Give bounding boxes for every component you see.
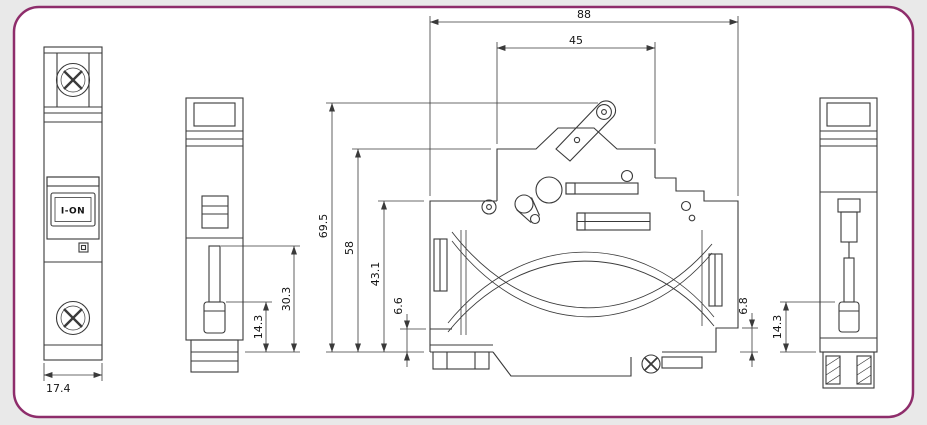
pivot-pin [573, 136, 581, 144]
drawing-frame [12, 5, 915, 419]
dim-label-height-body: 58 [343, 241, 356, 255]
front-top-screw-icon [55, 62, 91, 98]
dim-side-left: 14.3 30.3 [221, 245, 300, 353]
side-view-left [185, 97, 244, 373]
dim-label-knob-left: 14.3 [252, 315, 265, 340]
dim-label-front-width: 17.4 [46, 382, 71, 395]
side-view-right [819, 97, 878, 389]
keyhole-slot [514, 194, 541, 225]
main-view-dimensions: 88 45 69.5 58 43.1 6.6 6.8 [317, 8, 758, 367]
dim-label-base-left: 6.6 [392, 297, 405, 315]
front-bottom-screw-icon [55, 300, 91, 336]
dim-label-total-width: 88 [577, 8, 591, 21]
din-clip-block [432, 351, 490, 370]
front-indicator [78, 242, 89, 253]
toggle-label: I-ON [61, 207, 85, 217]
dim-label-height-lower: 43.1 [369, 262, 382, 287]
rail-section-hatch [825, 355, 872, 385]
dim-label-height-overall: 69.5 [317, 214, 330, 239]
operating-lever [555, 100, 617, 162]
dim-side-right: 14.3 [771, 301, 835, 353]
dim-label-base-right: 6.8 [737, 297, 750, 315]
front-toggle: I-ON [50, 192, 96, 227]
toggle-knob [203, 301, 226, 334]
toggle-knob [838, 301, 860, 333]
main-side-view [429, 100, 739, 377]
front-view: I-ON [43, 46, 103, 361]
dim-label-top-width: 45 [569, 34, 583, 47]
dim-label-knob-right: 14.3 [771, 315, 784, 340]
din-clip-screw-icon [641, 354, 661, 374]
dim-label-toggle-height: 30.3 [280, 287, 293, 312]
dim-front-width: 17.4 [43, 363, 103, 395]
